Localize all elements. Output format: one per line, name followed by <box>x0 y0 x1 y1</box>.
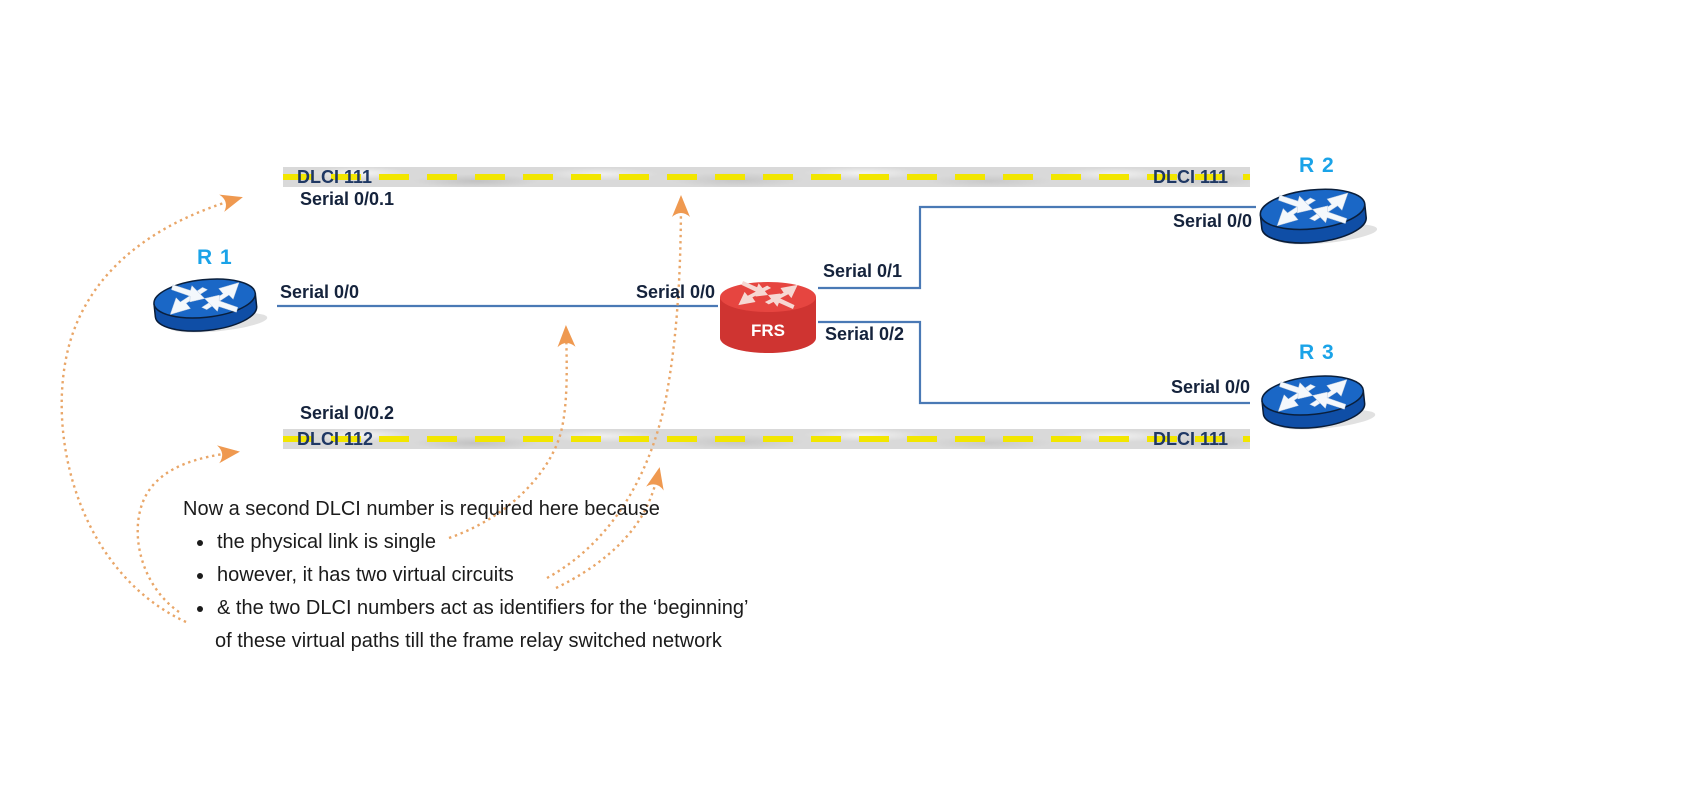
dlci-label-bottom-right: DLCI 111 <box>1153 429 1229 449</box>
note-bullet-3: & the two DLCI numbers act as identifier… <box>215 592 748 625</box>
frs-label: FRS <box>751 321 785 340</box>
r1-subinterface-2-label: Serial 0/0.2 <box>300 403 395 423</box>
router-r1-name: R 1 <box>197 246 233 269</box>
note-bullet-1: the physical link is single <box>215 526 748 559</box>
arrow-to-dlci112-label <box>136 445 240 613</box>
note-continuation: of these virtual paths till the frame re… <box>215 630 722 652</box>
router-r3-name: R 3 <box>1299 341 1335 364</box>
r1-subinterface-1-label: Serial 0/0.1 <box>300 189 395 209</box>
r3-serial-label: Serial 0/0 <box>1170 377 1250 397</box>
arrow-to-bottom-virtual-circuit <box>555 467 664 590</box>
virtual-circuit-band-bottom <box>283 429 1250 449</box>
router-r1-icon <box>148 270 266 341</box>
yellow-dashed-line <box>283 174 1250 180</box>
router-r3-icon <box>1256 367 1374 438</box>
annotation-arrows <box>60 194 690 624</box>
note-bullet-2: however, it has two virtual circuits <box>215 559 748 592</box>
router-r2-name: R 2 <box>1299 154 1335 177</box>
frs-serial0-label: Serial 0/0 <box>635 282 715 302</box>
r2-serial-label: Serial 0/0 <box>1172 211 1252 231</box>
note-intro: Now a second DLCI number is required her… <box>183 498 660 520</box>
dlci-label-bottom-left: DLCI 112 <box>297 429 374 449</box>
frame-relay-switch-icon <box>716 278 820 361</box>
note-block: Now a second DLCI number is required her… <box>183 493 748 658</box>
dlci-label-top-right: DLCI 111 <box>1153 167 1229 187</box>
router-r2-icon <box>1254 180 1376 253</box>
note-bullet-list: the physical link is single however, it … <box>185 526 748 625</box>
yellow-dashed-line <box>283 436 1250 442</box>
frs-serial2-label: Serial 0/2 <box>825 324 905 344</box>
arrow-to-top-virtual-circuit <box>546 195 690 580</box>
dlci-label-top-left: DLCI 111 <box>297 167 373 187</box>
frs-serial1-label: Serial 0/1 <box>823 261 903 281</box>
r1-serial-label: Serial 0/0 <box>280 282 360 302</box>
physical-links <box>277 205 1256 405</box>
virtual-circuit-band-top <box>283 167 1250 187</box>
